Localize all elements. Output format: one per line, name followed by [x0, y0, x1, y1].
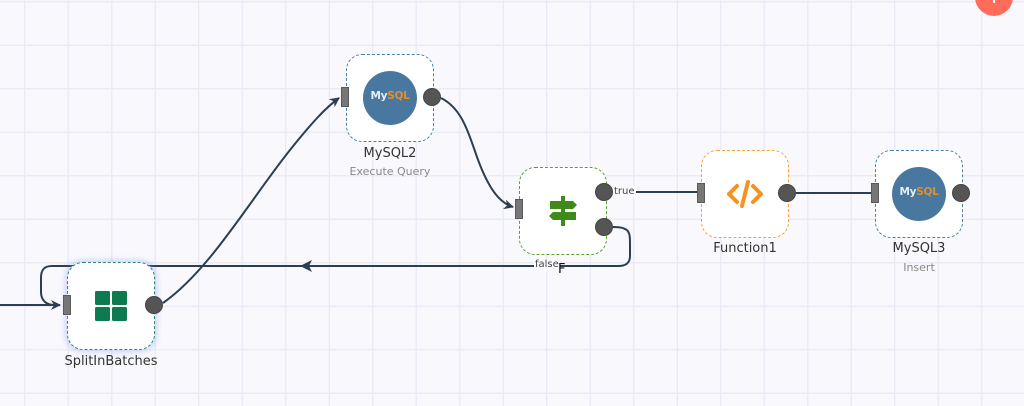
node-function1[interactable]: [701, 150, 789, 238]
output-handle-if-false[interactable]: [595, 218, 613, 236]
code-icon: [727, 180, 763, 208]
text-cursor: F: [558, 262, 566, 277]
node-title-splitinbatches: SplitInBatches: [64, 354, 158, 369]
mysql-logo-my: My: [370, 90, 388, 102]
input-handle-mysql2[interactable]: [341, 87, 349, 107]
plus-icon: +: [984, 0, 1004, 9]
node-mysql3[interactable]: MySQL: [875, 150, 963, 238]
mysql-logo-icon: MySQL: [363, 71, 417, 125]
node-title-mysql3: MySQL3: [892, 241, 946, 256]
node-mysql2[interactable]: MySQL: [346, 54, 434, 142]
edge-false-arrowhead: [300, 260, 312, 272]
mysql-logo-my: My: [899, 186, 917, 198]
output-handle-mysql3[interactable]: [952, 184, 970, 202]
node-subtitle-mysql3: Insert: [903, 261, 935, 274]
output-handle-function1[interactable]: [778, 184, 796, 202]
edge-label-false: false: [534, 259, 560, 271]
signpost-icon: [549, 196, 577, 226]
node-if[interactable]: [519, 167, 607, 255]
input-handle-if[interactable]: [515, 199, 523, 219]
node-title-mysql2: MySQL2: [363, 146, 417, 161]
add-node-button[interactable]: +: [975, 0, 1013, 16]
edge-splitinbatches-to-mysql2[interactable]: [162, 97, 340, 304]
input-handle-function1[interactable]: [697, 183, 705, 203]
node-splitinbatches[interactable]: [67, 262, 155, 350]
output-handle-mysql2[interactable]: [423, 88, 441, 106]
mysql-logo-sql: SQL: [916, 186, 939, 198]
input-handle-splitinbatches[interactable]: [63, 295, 71, 315]
mysql-logo-sql: SQL: [387, 90, 410, 102]
node-subtitle-mysql2: Execute Query: [349, 165, 431, 178]
grid-icon: [95, 291, 127, 321]
input-handle-mysql3[interactable]: [871, 183, 879, 203]
output-handle-splitinbatches[interactable]: [145, 296, 163, 314]
mysql-logo-icon: MySQL: [892, 167, 946, 221]
output-handle-if-true[interactable]: [595, 183, 613, 201]
edge-label-true: true: [613, 186, 636, 198]
node-title-function1: Function1: [713, 241, 777, 256]
